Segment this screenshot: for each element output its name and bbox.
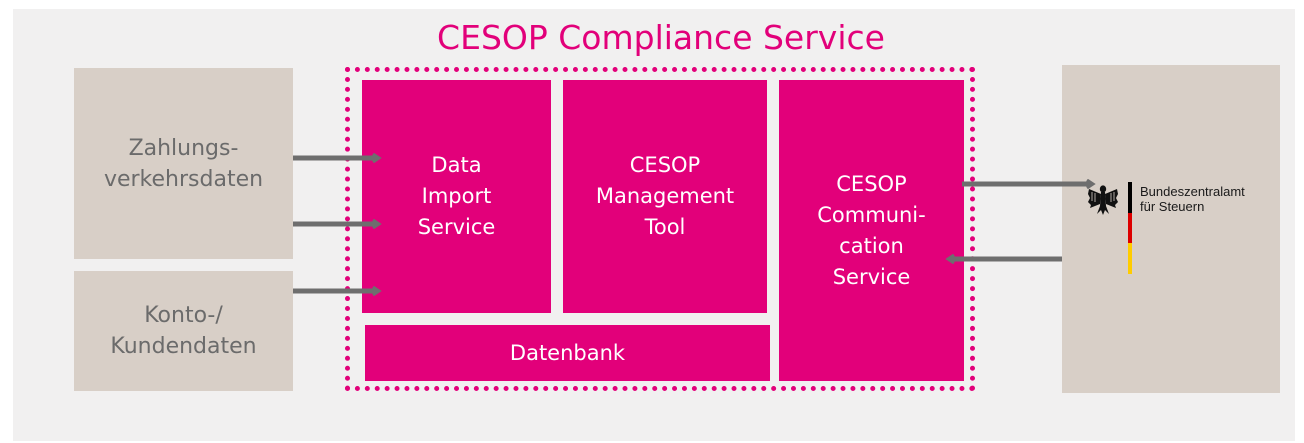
compliance-service-boundary (345, 67, 975, 391)
tax-authority-name: Bundeszentralamt für Steuern (1140, 184, 1245, 214)
cesop-communication-service: CESOP Communi- cation Service (779, 80, 964, 381)
cesop-management-tool: CESOP Management Tool (563, 80, 767, 313)
database: Datenbank (365, 325, 770, 381)
german-flag-bar (1128, 182, 1132, 274)
payment-data-source: Zahlungs- verkehrsdaten (74, 68, 293, 259)
diagram-title: CESOP Compliance Service (437, 18, 885, 57)
data-import-service: Data Import Service (362, 80, 551, 313)
account-data-source: Konto-/ Kundendaten (74, 271, 293, 391)
tax-authority-panel (1062, 65, 1280, 393)
federal-eagle-icon (1088, 185, 1118, 215)
